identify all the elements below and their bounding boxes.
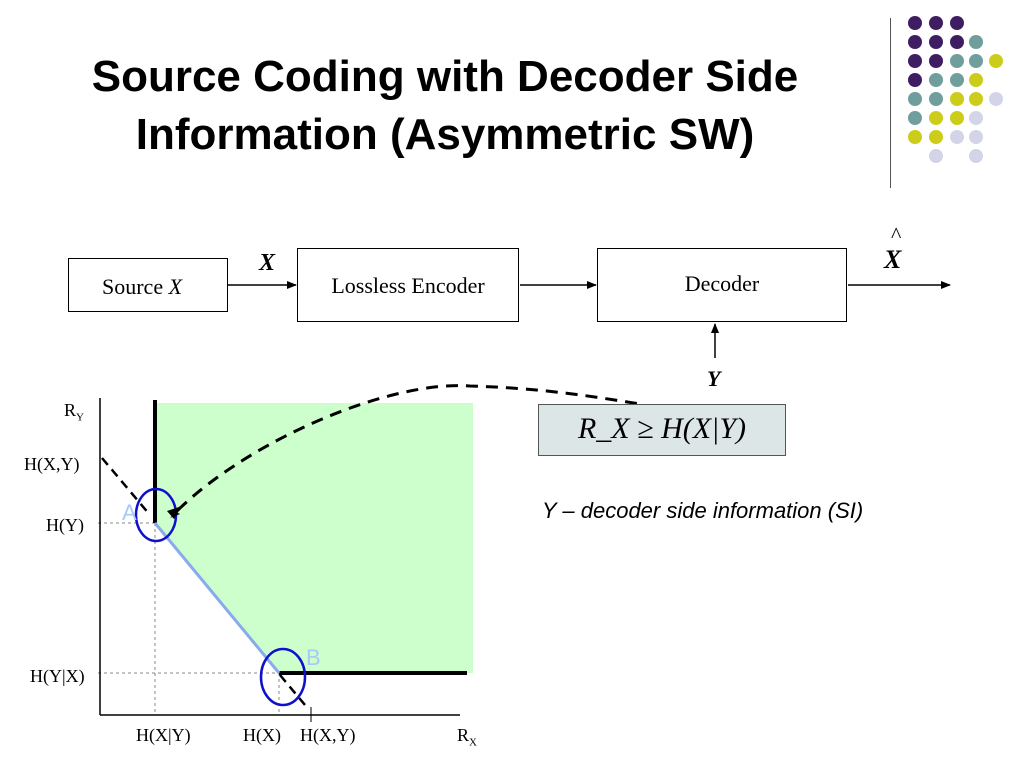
dot (929, 73, 943, 87)
side-info-label-y: Y (707, 366, 721, 391)
corner-segment-ab (153, 522, 281, 674)
title-divider (890, 18, 891, 188)
circle-point-b (259, 647, 307, 707)
dot (950, 130, 964, 144)
dot (989, 54, 1003, 68)
dot (950, 54, 964, 68)
dot (950, 92, 964, 106)
si-caption: Y – decoder side information (SI) (542, 498, 864, 523)
dot (950, 73, 964, 87)
dot (969, 111, 983, 125)
sum-rate-line-upper (101, 457, 151, 516)
x-axis-label-sub: X (469, 736, 477, 749)
formula-text: R_X ≥ H(X|Y) (577, 412, 747, 445)
dot (908, 35, 922, 49)
y-tick-label: H(Y|X) (30, 666, 85, 686)
source-variable: X (168, 274, 183, 299)
dot (969, 35, 983, 49)
x-tick-label: H(X|Y) (136, 725, 191, 745)
dot (969, 130, 983, 144)
dot (969, 92, 983, 106)
decoder-box: Decoder (597, 248, 847, 322)
dot (950, 16, 964, 30)
slide-title: Source Coding with Decoder Side Informat… (30, 48, 860, 164)
title-line-1: Source Coding with Decoder Side (91, 52, 799, 101)
formula-box: R_X ≥ H(X|Y) (538, 404, 786, 456)
output-label-xhat: X (884, 245, 902, 274)
x-axis-label: RX (457, 725, 477, 749)
dot (969, 149, 983, 163)
dot (929, 149, 943, 163)
dot (989, 92, 1003, 106)
dot (929, 35, 943, 49)
dot (929, 111, 943, 125)
x-tick-label: H(X) (243, 725, 281, 745)
y-tick-label: H(Y) (46, 515, 84, 535)
callout-curve (176, 384, 641, 512)
guide-lines (98, 522, 280, 715)
dot (969, 73, 983, 87)
dot (908, 73, 922, 87)
x-axis-label-main: R (457, 725, 470, 745)
y-axis-label-main: R (64, 400, 77, 420)
dot (950, 111, 964, 125)
callout-arrowhead-tip (167, 506, 182, 519)
source-box: Source X (68, 258, 228, 312)
dot (908, 130, 922, 144)
output-hat: ^ (891, 222, 902, 247)
dot (929, 16, 943, 30)
dot (908, 54, 922, 68)
dot (969, 54, 983, 68)
dot (929, 92, 943, 106)
y-tick-label: H(X,Y) (24, 454, 80, 474)
sum-rate-line-lower (279, 674, 306, 706)
dot (929, 130, 943, 144)
y-axis-label-sub: Y (76, 411, 84, 424)
x-tick-label: H(X,Y) (300, 725, 356, 745)
dot (908, 111, 922, 125)
dot (950, 35, 964, 49)
y-axis-label: RY (64, 400, 84, 424)
point-a-label: A (122, 500, 137, 525)
dot (929, 54, 943, 68)
title-line-2: Information (Asymmetric SW) (135, 110, 755, 159)
input-label-x: X (259, 250, 276, 276)
encoder-box: Lossless Encoder (297, 248, 519, 322)
point-b-label: B (306, 645, 321, 670)
encoder-label: Lossless Encoder (331, 273, 485, 298)
source-label: Source (102, 274, 169, 299)
dot (908, 16, 922, 30)
decoder-label: Decoder (684, 271, 760, 296)
dot (908, 92, 922, 106)
